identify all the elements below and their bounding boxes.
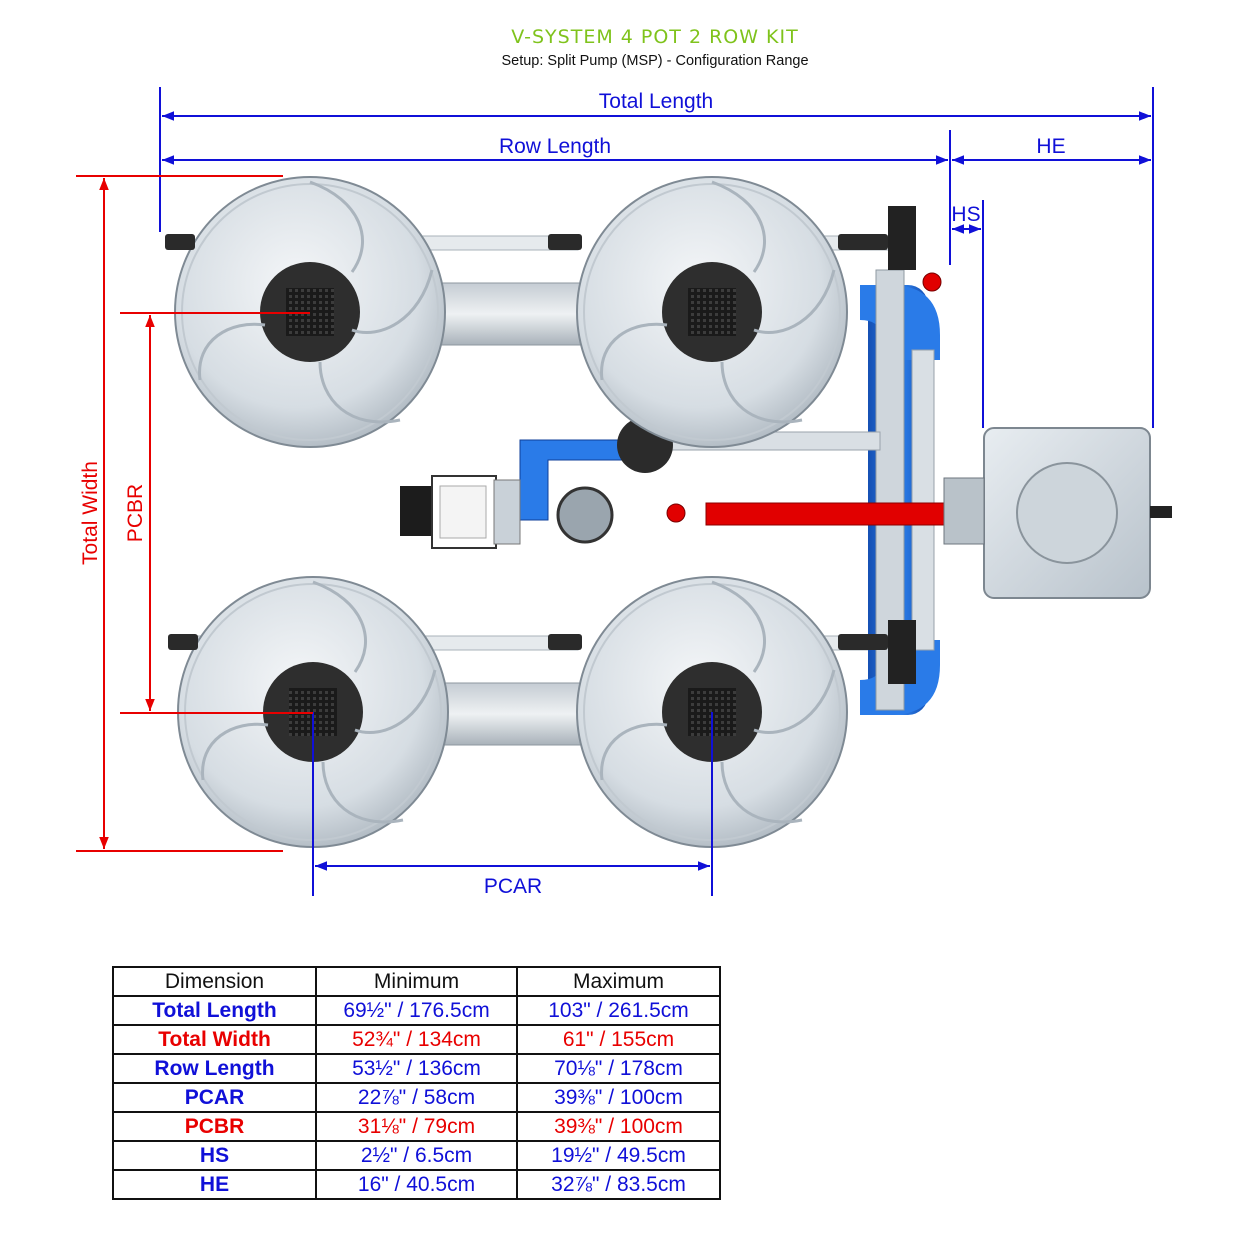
header-minimum: Minimum <box>315 966 518 997</box>
row-min: 31⅛" / 79cm <box>315 1111 518 1142</box>
table-header-row: Dimension Minimum Maximum <box>112 966 721 997</box>
row-min: 53½" / 136cm <box>315 1053 518 1084</box>
label-total-width: Total Width <box>79 461 102 565</box>
row-max: 39⅜" / 100cm <box>516 1082 721 1113</box>
bucket-inlet-fitting <box>943 477 985 545</box>
dimension-row-length <box>162 130 951 265</box>
bucket-outlet <box>1150 506 1172 518</box>
label-row-length: Row Length <box>499 135 611 158</box>
diagram-subtitle: Setup: Split Pump (MSP) - Configuration … <box>501 53 809 69</box>
row-name: Total Width <box>112 1024 317 1055</box>
row-max: 70⅛" / 178cm <box>516 1053 721 1084</box>
system-diagram: Total Length Row Length HE HS PCAR Total… <box>76 87 1172 898</box>
row-min: 52¾" / 134cm <box>315 1024 518 1055</box>
table-row: Row Length 53½" / 136cm 70⅛" / 178cm <box>112 1053 721 1084</box>
table-row: HE 16" / 40.5cm 32⅞" / 83.5cm <box>112 1169 721 1200</box>
dimension-total-width <box>76 175 283 852</box>
tee-fitting-bottom <box>888 620 916 684</box>
row-name: Total Length <box>112 995 317 1026</box>
dimension-total-length <box>159 87 1154 428</box>
hose-bottom-row <box>419 682 601 746</box>
row-max: 39⅜" / 100cm <box>516 1111 721 1142</box>
row-name: PCBR <box>112 1111 317 1142</box>
header-maximum: Maximum <box>516 966 721 997</box>
red-valve <box>666 503 686 523</box>
row-name: PCAR <box>112 1082 317 1113</box>
row-min: 2½" / 6.5cm <box>315 1140 518 1171</box>
table-row: PCBR 31⅛" / 79cm 39⅜" / 100cm <box>112 1111 721 1142</box>
dimension-hs <box>952 200 984 428</box>
row-name: HS <box>112 1140 317 1171</box>
pump-filter <box>556 486 614 544</box>
table-row: Total Length 69½" / 176.5cm 103" / 261.5… <box>112 995 721 1026</box>
row-name: Row Length <box>112 1053 317 1084</box>
row-max: 32⅞" / 83.5cm <box>516 1169 721 1200</box>
dimension-pcar <box>312 712 713 896</box>
label-hs: HS <box>951 203 980 226</box>
hose-top-row <box>419 282 601 346</box>
row-min: 16" / 40.5cm <box>315 1169 518 1200</box>
grey-vertical-pipe-right <box>911 349 935 651</box>
pot-vanes <box>198 180 836 824</box>
row-max: 19½" / 49.5cm <box>516 1140 721 1171</box>
label-he: HE <box>1036 135 1065 158</box>
row-max: 103" / 261.5cm <box>516 995 721 1026</box>
label-pcbr: PCBR <box>124 484 147 542</box>
pot-fittings <box>165 234 888 650</box>
control-bucket-lid <box>1016 462 1118 564</box>
table-row: Total Width 52¾" / 134cm 61" / 155cm <box>112 1024 721 1055</box>
dimension-pcbr <box>120 312 313 714</box>
row-max: 61" / 155cm <box>516 1024 721 1055</box>
pump-label <box>439 485 487 539</box>
dimensions-table: Dimension Minimum Maximum Total Length 6… <box>112 966 721 1200</box>
table-row: PCAR 22⅞" / 58cm 39⅜" / 100cm <box>112 1082 721 1113</box>
label-pcar: PCAR <box>484 875 542 898</box>
row-name: HE <box>112 1169 317 1200</box>
pump-housing <box>493 479 521 545</box>
table-row: HS 2½" / 6.5cm 19½" / 49.5cm <box>112 1140 721 1171</box>
pot-top-right <box>576 176 848 448</box>
red-valve-top <box>922 272 942 292</box>
header-dimension: Dimension <box>112 966 317 997</box>
row-min: 22⅞" / 58cm <box>315 1082 518 1113</box>
label-total-length: Total Length <box>599 90 713 113</box>
red-feed-pipe <box>705 502 975 526</box>
diagram-title: V-SYSTEM 4 POT 2 ROW KIT <box>511 26 799 48</box>
row-min: 69½" / 176.5cm <box>315 995 518 1026</box>
tee-fitting-top <box>888 206 916 270</box>
